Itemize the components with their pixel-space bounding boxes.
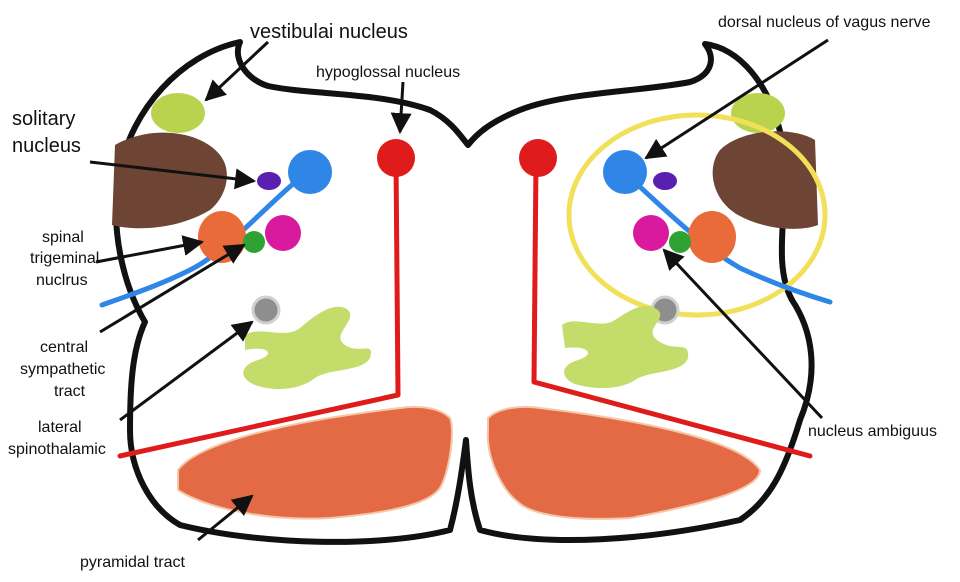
green-nucleus-right [669, 231, 691, 253]
small-purple-nucleus-left [257, 172, 281, 190]
vestibular-nucleus-left [151, 93, 205, 133]
ambiguus-nucleus-left [265, 215, 301, 251]
label-hypoglossal: hypoglossal nucleus [316, 64, 460, 81]
dorsal-vagus-nucleus-left [288, 150, 332, 194]
label-vestibular: vestibulai nucleus [250, 21, 408, 43]
label-nucleus-ambiguus: nucleus ambiguus [808, 423, 937, 440]
green-nucleus-left [243, 231, 265, 253]
central-sympathetic-left [253, 297, 279, 323]
ambiguus-nucleus-right [633, 215, 669, 251]
label-central-line1: central [40, 339, 88, 356]
hypoglossal-nucleus-left [377, 139, 415, 177]
label-solitary-line1: solitary [12, 108, 75, 130]
label-dorsal-vagus: dorsal nucleus of vagus nerve [718, 14, 931, 31]
spinal-trigeminal-nucleus-left [198, 211, 246, 263]
label-solitary-line2: nucleus [12, 135, 81, 157]
label-lateral-line1: lateral [38, 419, 82, 436]
dorsal-vagus-nucleus-right [603, 150, 647, 194]
hypoglossal-nucleus-right [519, 139, 557, 177]
label-spinal-line3: nuclrus [36, 272, 88, 289]
spinal-trigeminal-nucleus-right [688, 211, 736, 263]
label-spinal-line1: spinal [42, 229, 84, 246]
label-central-line3: tract [54, 383, 86, 400]
label-central-line2: sympathetic [20, 361, 105, 378]
label-pyramidal: pyramidal tract [80, 554, 185, 571]
label-lateral-line2: spinothalamic [8, 441, 106, 458]
small-purple-nucleus-right [653, 172, 677, 190]
label-spinal-line2: trigeminal [30, 250, 99, 267]
